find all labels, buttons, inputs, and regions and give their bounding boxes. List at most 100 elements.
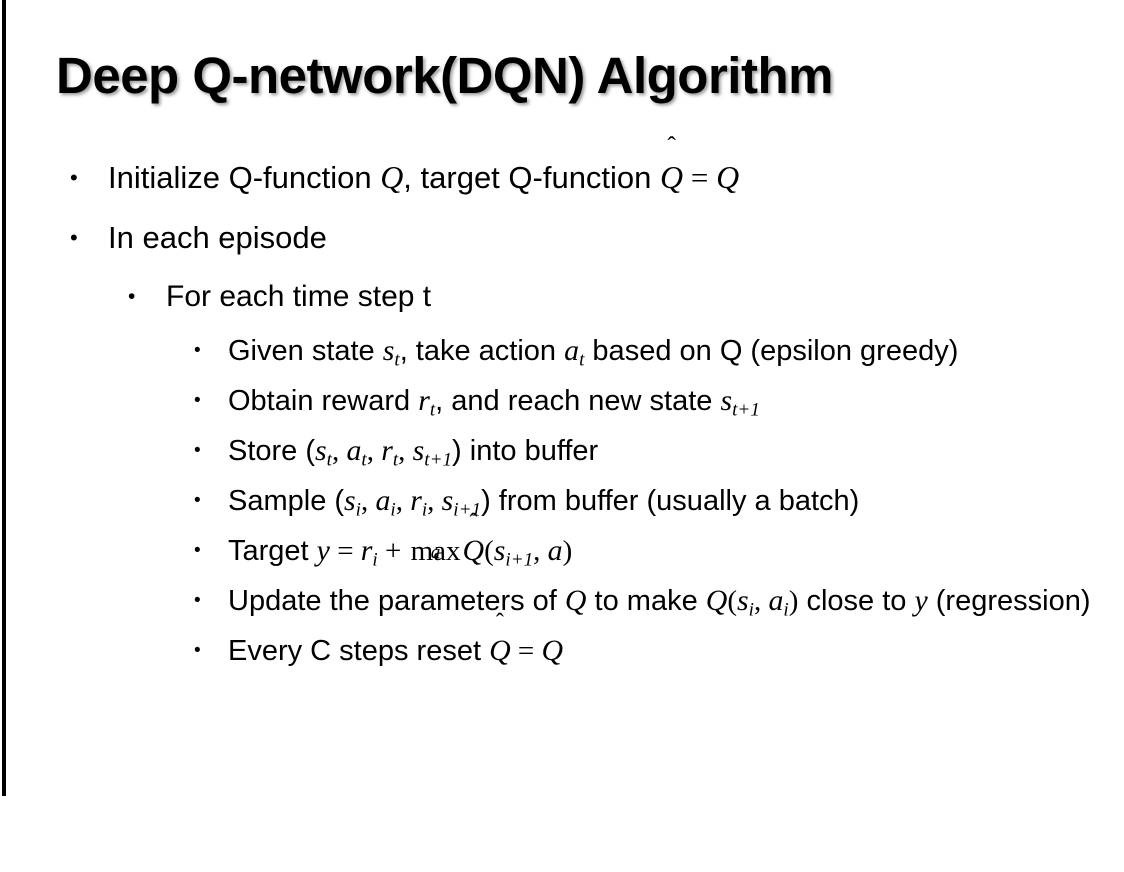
math-var-a: a	[547, 534, 563, 567]
text-run: ) into buffer	[452, 435, 599, 467]
math-var-a: ai	[768, 584, 789, 621]
math-base: Q	[489, 634, 511, 667]
math-var-a: at	[346, 434, 367, 471]
text-run: Sample (	[228, 485, 345, 517]
bullet-marker: •	[194, 440, 201, 461]
math-separator: ,	[395, 485, 411, 517]
math-var-s-next: si+1	[493, 534, 534, 571]
math-separator: ,	[360, 485, 376, 517]
bullet-marker: •	[194, 340, 201, 361]
math-paren-close: )	[562, 535, 573, 567]
math-separator: ,	[533, 535, 548, 567]
math-separator: ,	[753, 585, 769, 617]
math-subscript: i+1	[505, 549, 534, 571]
math-var-a: ai	[375, 484, 395, 519]
math-base: a	[375, 484, 391, 517]
bullet-obtain-reward: • Obtain reward rt, and reach new state …	[194, 376, 1100, 426]
math-subscript: i	[355, 499, 361, 521]
text-run: Given state	[228, 335, 383, 367]
math-subscript: i+1	[453, 499, 482, 521]
math-subscript: t	[326, 449, 332, 471]
math-separator: ,	[331, 435, 347, 467]
math-base: Q	[462, 534, 485, 567]
math-base: s	[344, 484, 356, 517]
max-underset-variable: a	[430, 541, 441, 563]
math-var-q-hat: ̂Q	[463, 526, 485, 575]
text-run: Initialize Q-function	[108, 160, 381, 195]
math-base: r	[381, 434, 393, 467]
math-equals: =	[329, 535, 361, 567]
math-base: s	[441, 484, 454, 517]
text-run: (regression)	[927, 585, 1091, 617]
math-subscript: t+1	[424, 449, 453, 471]
bullet-given-state: • Given state st, take action at based o…	[194, 326, 1100, 376]
bullet-for-each-time-step: • For each time step t	[128, 268, 1100, 326]
bullet-store-transition: • Store (st, at, rt, st+1) into buffer	[194, 426, 1100, 476]
bullet-text: Target y = ri + maxâQ(si+1, a)	[228, 526, 1100, 576]
bullet-marker: •	[70, 225, 78, 250]
math-var-s: st	[315, 434, 332, 471]
math-base: r	[410, 484, 422, 517]
math-subscript: i	[748, 599, 754, 621]
text-run: Every C steps reset	[228, 635, 490, 667]
bullet-sample-batch: • Sample (si, ai, ri, si+1) from buffer …	[194, 476, 1100, 526]
math-var-q: Q	[380, 160, 404, 195]
bullet-marker: •	[194, 540, 201, 561]
text-run: based on Q (epsilon greedy)	[584, 335, 959, 367]
math-base: s	[382, 334, 395, 367]
math-subscript: t	[429, 399, 436, 421]
math-subscript: t	[361, 449, 367, 471]
math-separator: ,	[366, 435, 382, 467]
bullet-marker: •	[194, 640, 201, 661]
math-var-s: st	[382, 334, 400, 371]
bullet-reset-target-network: • Every C steps reset ̂Q = Q	[194, 626, 1100, 676]
math-var-r: ri	[410, 484, 428, 521]
math-var-y: y	[316, 534, 330, 567]
math-base: s	[412, 434, 425, 467]
math-paren-open: (	[484, 535, 494, 567]
text-run: Target	[228, 535, 317, 567]
math-subscript: i	[421, 499, 428, 521]
math-base: a	[346, 434, 362, 467]
math-base: s	[493, 534, 506, 567]
math-var-q: Q	[564, 584, 587, 617]
math-subscript: t	[392, 449, 399, 471]
math-plus: +	[377, 535, 409, 567]
slide-title: Deep Q-network(DQN) Algorithm	[56, 47, 833, 104]
text-run: , target Q-function	[403, 160, 661, 195]
math-base: a	[768, 584, 784, 617]
bullet-text: Given state st, take action at based on …	[228, 326, 1100, 376]
math-paren-close: )	[788, 585, 799, 617]
math-var-s-next: st+1	[720, 384, 759, 419]
text-run: to make	[586, 585, 706, 617]
bullet-in-each-episode: • In each episode	[70, 208, 1100, 268]
bullet-text: Obtain reward rt, and reach new state st…	[228, 376, 1100, 426]
text-run: Store (	[228, 435, 316, 467]
math-base: r	[360, 534, 373, 567]
math-var-s: si	[344, 484, 361, 521]
text-run: close to	[798, 585, 915, 617]
text-run: , take action	[399, 335, 565, 367]
text-run: , and reach new state	[435, 385, 721, 417]
math-base: s	[720, 384, 733, 417]
text-run: Obtain reward	[228, 385, 419, 417]
math-subscript: t	[579, 349, 585, 371]
math-subscript: i	[372, 549, 378, 571]
math-separator: ,	[427, 485, 442, 517]
math-equals: =	[510, 635, 542, 667]
math-var-q-hat: ̂Q	[489, 626, 511, 675]
math-base: s	[737, 584, 749, 617]
bullet-marker: •	[70, 165, 78, 190]
math-var-s-next: si+1	[441, 484, 482, 521]
math-var-r: rt	[418, 384, 436, 421]
math-var-q2: Q	[716, 160, 740, 195]
math-base: r	[418, 384, 430, 417]
text-run: Update the parameters of	[228, 585, 565, 617]
math-base: Q	[660, 160, 684, 195]
math-subscript: t	[394, 349, 400, 371]
math-var-y: y	[914, 584, 928, 617]
math-subscript: i	[783, 599, 789, 621]
bullet-text: Every C steps reset ̂Q = Q	[228, 626, 1100, 676]
